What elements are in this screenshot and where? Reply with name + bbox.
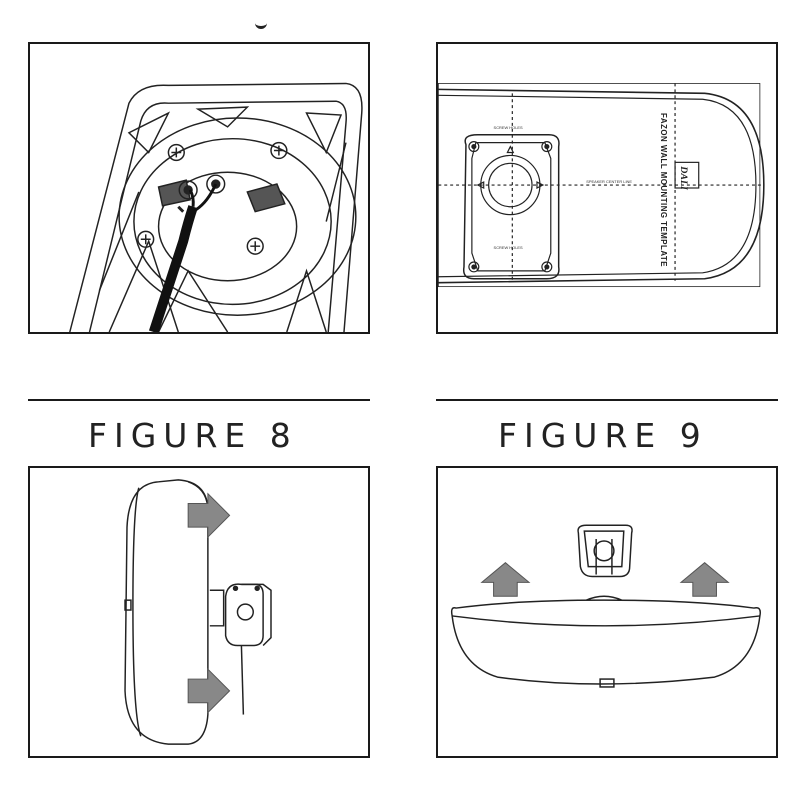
cut-off-caption-fragment xyxy=(255,20,267,29)
figure-8-rule xyxy=(28,399,370,401)
figure-9-illustration xyxy=(450,524,761,688)
screw-holes-label-bottom: SCREW HOLES xyxy=(494,245,523,250)
panel-figure-9 xyxy=(436,466,778,758)
figure-8-title: FIGURE 8 xyxy=(88,416,298,455)
figure-9-title: FIGURE 9 xyxy=(498,416,708,455)
panel-terminal-wiring xyxy=(28,42,370,334)
screw-holes-label-top: SCREW HOLES xyxy=(494,125,523,130)
template-logo: DALI xyxy=(678,165,689,191)
mounting-template-illustration: SCREW HOLES SCREW HOLES SPEAKER CENTER L… xyxy=(438,83,765,288)
figure-9-rule xyxy=(436,399,778,401)
template-title: FAZON WALL MOUNTING TEMPLATE xyxy=(659,113,668,267)
figure-8-illustration xyxy=(124,479,272,745)
panel-figure-8 xyxy=(28,466,370,758)
panel-mounting-template: SCREW HOLES SCREW HOLES SPEAKER CENTER L… xyxy=(436,42,778,334)
center-line-label: SPEAKER CENTER LINE xyxy=(586,179,632,184)
terminal-wiring-illustration xyxy=(69,82,363,332)
